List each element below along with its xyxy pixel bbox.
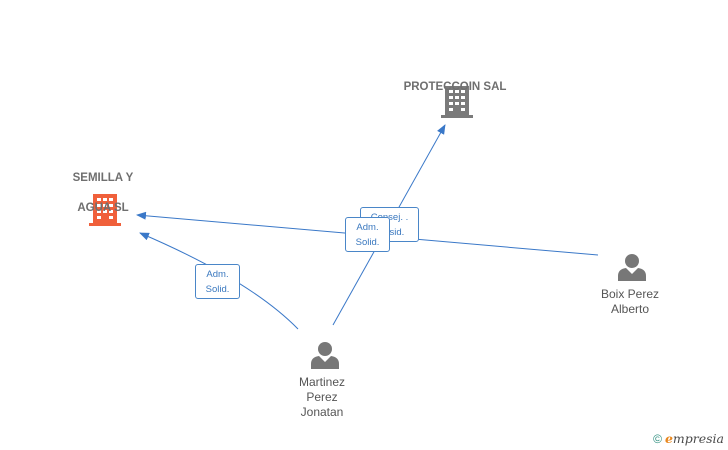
company-name-line: AGUA SL bbox=[77, 202, 129, 214]
company-name-line: SEMILLA Y bbox=[72, 172, 134, 184]
role-badge-martinez-proteccoin[interactable]: Adm. Solid. bbox=[345, 217, 390, 252]
person-name-line: Jonatan bbox=[300, 405, 344, 419]
company-label-proteccoin[interactable]: PROTECCOIN SAL bbox=[395, 65, 515, 110]
building-icon[interactable] bbox=[89, 194, 121, 226]
person-name-line: Martinez bbox=[298, 375, 345, 389]
role-line: Adm. bbox=[206, 269, 229, 280]
company-label-semilla[interactable]: SEMILLA Y AGUA SL bbox=[55, 156, 151, 231]
role-line: Solid. bbox=[205, 284, 230, 295]
building-icon[interactable] bbox=[441, 86, 473, 118]
person-name-line: Boix Perez bbox=[600, 287, 660, 301]
role-line: Solid. bbox=[355, 237, 380, 248]
copyright-icon: © bbox=[653, 431, 662, 446]
company-name-line: PROTECCOIN SAL bbox=[403, 81, 507, 93]
person-name-line: Perez bbox=[306, 390, 338, 404]
person-name-line: Alberto bbox=[610, 302, 650, 316]
role-badge-martinez-semilla[interactable]: Adm. Solid. bbox=[195, 264, 240, 299]
person-icon[interactable] bbox=[311, 342, 339, 369]
person-icon[interactable] bbox=[618, 254, 646, 281]
empresia-watermark[interactable]: © empresia bbox=[653, 431, 724, 446]
brand-logo: empresia bbox=[664, 431, 724, 446]
role-line: Adm. bbox=[356, 222, 379, 233]
person-label-boix[interactable]: Boix Perez Alberto bbox=[585, 287, 675, 317]
person-label-martinez[interactable]: Martinez Perez Jonatan bbox=[282, 375, 362, 420]
